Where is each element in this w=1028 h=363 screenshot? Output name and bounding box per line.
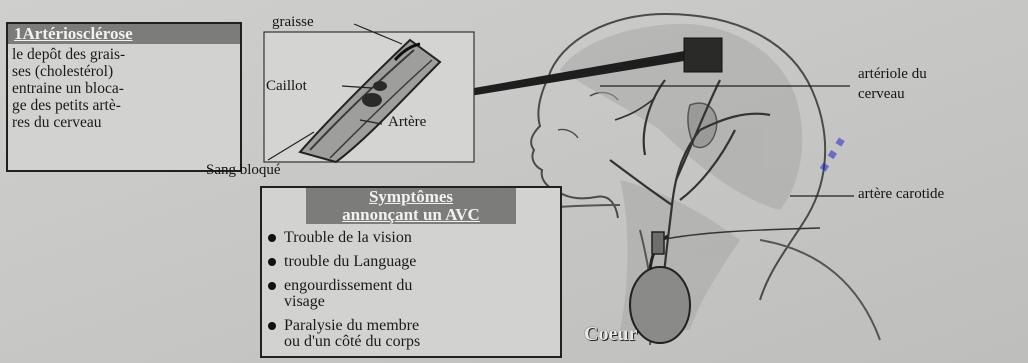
symptom-text: engourdissement du — [284, 278, 560, 294]
arteriosclerosis-line-4: ge des petits artè- — [12, 97, 236, 114]
symptom-item: Trouble de la vision — [262, 230, 560, 246]
arteriosclerosis-line-5: res du cerveau — [12, 114, 236, 131]
symptom-item: trouble du Language — [262, 254, 560, 270]
symptom-text: trouble du Language — [284, 253, 416, 270]
label-caillot: Caillot — [266, 78, 307, 95]
bullet-icon — [268, 322, 276, 330]
arteriosclerosis-line-3: entraine un bloca- — [12, 80, 236, 97]
symptoms-title-line-1: Symptômes — [306, 188, 516, 206]
symptoms-title-line-2: annonçant un AVC — [306, 206, 516, 224]
arteriosclerosis-title: 1Artériosclérose — [8, 24, 240, 44]
symptoms-box: Symptômes annonçant un AVC Trouble de la… — [260, 186, 562, 358]
symptom-text: Paralysie du membre — [284, 318, 560, 334]
label-arteriole-line-1: artériole du — [858, 66, 927, 83]
label-artere: Artère — [388, 114, 426, 131]
symptom-text-continued: ou d'un côté du corps — [284, 334, 560, 350]
bullet-icon — [268, 282, 276, 290]
label-carotide: artère carotide — [858, 186, 944, 203]
symptom-text-continued: visage — [284, 294, 560, 310]
arteriosclerosis-line-1: le depôt des grais- — [12, 46, 236, 63]
symptom-text: Trouble de la vision — [284, 229, 412, 246]
label-arteriole-line-2: cerveau — [858, 86, 905, 103]
label-sang-bloque: Sang bloqué — [206, 162, 281, 179]
symptom-item: engourdissement du visage — [262, 278, 560, 310]
bullet-icon — [268, 258, 276, 266]
label-graisse: graisse — [272, 14, 314, 31]
arteriosclerosis-line-2: ses (cholestérol) — [12, 63, 236, 80]
label-coeur: Coeur — [584, 326, 637, 343]
arteriosclerosis-box: 1Artériosclérose le depôt des grais- ses… — [6, 22, 242, 172]
bullet-icon — [268, 234, 276, 242]
symptoms-title: Symptômes annonçant un AVC — [306, 188, 516, 224]
symptom-item: Paralysie du membre ou d'un côté du corp… — [262, 318, 560, 350]
